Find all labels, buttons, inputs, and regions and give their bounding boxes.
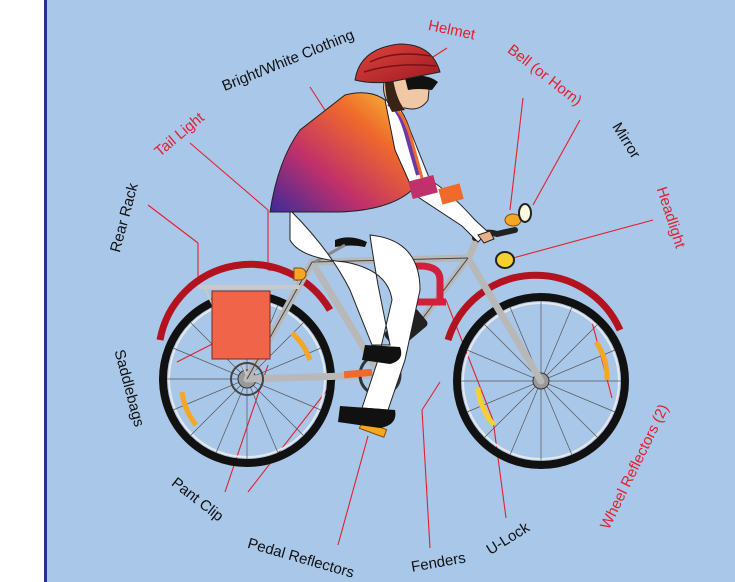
saddlebag	[212, 291, 270, 359]
tail-light	[294, 268, 306, 280]
mirror	[519, 204, 531, 222]
headlight	[496, 252, 514, 268]
